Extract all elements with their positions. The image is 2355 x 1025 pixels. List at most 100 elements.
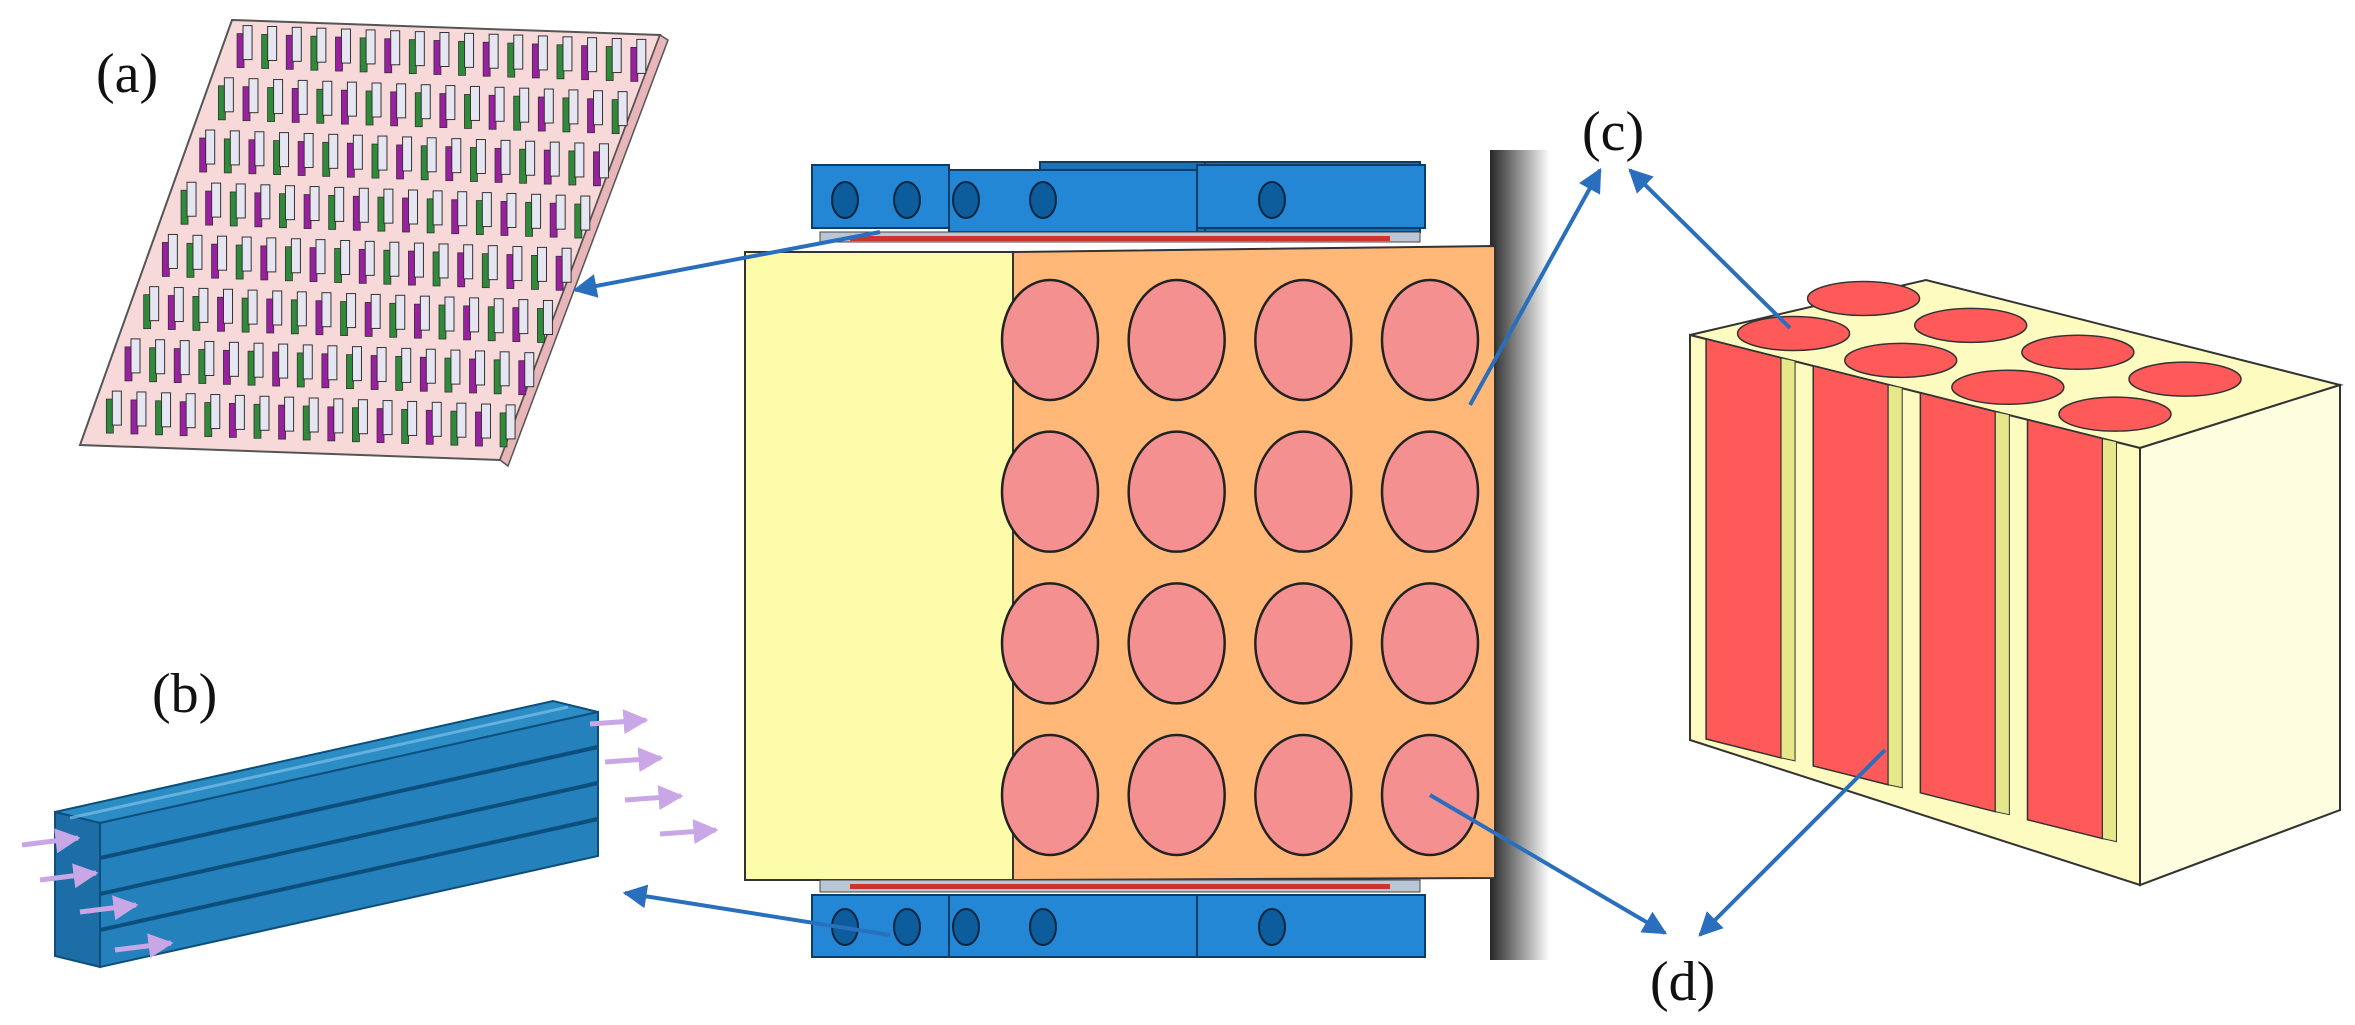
- te-leg: [173, 287, 184, 323]
- te-leg: [383, 188, 394, 224]
- pcm-channel: [1919, 391, 1997, 813]
- te-leg: [542, 299, 553, 335]
- te-leg: [376, 347, 387, 383]
- te-leg: [438, 243, 449, 279]
- te-leg: [259, 395, 270, 431]
- te-leg: [390, 30, 401, 66]
- te-base-plate-edge: [499, 33, 669, 468]
- te-leg: [340, 239, 351, 275]
- flow-arrow-out: [604, 747, 664, 773]
- te-leg: [253, 342, 264, 378]
- te-leg: [396, 83, 407, 119]
- te-leg: [297, 79, 308, 115]
- te-legs: [105, 25, 647, 448]
- port-hole: [1258, 908, 1286, 946]
- te-leg: [439, 32, 450, 67]
- port-hole: [1029, 181, 1057, 219]
- te-leg: [248, 78, 259, 114]
- channel-divider: [99, 745, 599, 860]
- te-leg: [273, 79, 284, 115]
- pcm-hole-back: [2021, 334, 2135, 371]
- te-leg: [519, 87, 530, 123]
- te-leg: [537, 35, 548, 71]
- pcm-circle-grid: [1000, 278, 1480, 857]
- te-leg: [457, 191, 468, 227]
- te-leg: [414, 31, 425, 67]
- te-leg: [500, 139, 511, 175]
- te-leg: [352, 134, 363, 170]
- te-leg: [419, 295, 430, 331]
- central-assembly: [744, 150, 1550, 960]
- pcm-circle: [1000, 582, 1100, 705]
- te-leg: [266, 237, 277, 273]
- te-leg: [444, 296, 455, 332]
- label-a: (a): [96, 43, 158, 105]
- te-leg: [303, 132, 314, 168]
- te-leg: [493, 298, 504, 334]
- te-leg: [334, 186, 345, 222]
- te-leg: [407, 400, 418, 436]
- te-leg: [198, 287, 209, 323]
- flow-arrow-in: [39, 863, 99, 889]
- te-leg: [413, 242, 424, 278]
- label-c: (c): [1582, 101, 1644, 163]
- pcm-channel: [1812, 364, 1889, 786]
- te-leg: [543, 88, 554, 124]
- te-leg: [228, 341, 239, 377]
- channel-divider: [99, 817, 599, 932]
- te-leg: [185, 393, 196, 429]
- te-leg: [333, 398, 344, 434]
- arrow-circle-to-d: [1428, 793, 1668, 935]
- pcm-channel-gap: [1994, 411, 2010, 816]
- te-leg: [499, 351, 510, 387]
- te-leg: [431, 401, 442, 437]
- port-hole: [893, 181, 921, 219]
- flow-arrow-out: [589, 709, 649, 735]
- te-leg: [346, 81, 357, 117]
- te-leg: [469, 85, 480, 121]
- te-leg: [513, 34, 524, 70]
- te-strip-red: [850, 884, 1390, 889]
- te-leg: [420, 84, 431, 120]
- te-leg: [408, 189, 419, 225]
- te-leg: [480, 403, 491, 439]
- pcm-circle: [1254, 582, 1353, 705]
- te-leg: [450, 349, 461, 385]
- bottom-cold-blocks: [811, 879, 1426, 958]
- te-leg: [316, 27, 327, 63]
- te-leg: [272, 290, 283, 326]
- pcm-channel-gap: [2102, 437, 2117, 843]
- pcm-hole-front: [1843, 342, 1958, 379]
- top-block: [1196, 164, 1426, 229]
- te-leg: [568, 89, 579, 125]
- te-leg: [370, 293, 381, 329]
- te-leg: [451, 138, 462, 174]
- pcm-circle: [1127, 733, 1226, 857]
- top-block: [948, 169, 1198, 233]
- te-leg: [488, 33, 499, 69]
- te-leg: [267, 25, 278, 61]
- arrow-block-to-c: [1628, 168, 1792, 330]
- te-leg: [223, 77, 234, 113]
- port-hole: [1258, 181, 1286, 219]
- te-leg: [290, 238, 301, 274]
- te-leg: [186, 181, 197, 217]
- te-leg: [464, 32, 475, 68]
- port-hole: [1029, 908, 1057, 946]
- port-hole: [893, 908, 921, 946]
- te-leg: [315, 239, 326, 275]
- te-leg: [340, 28, 351, 64]
- te-leg: [234, 394, 245, 430]
- te-leg: [549, 141, 560, 177]
- pcm-circle: [1380, 278, 1480, 402]
- pcm-circle: [1000, 733, 1100, 857]
- assembly-yellow-face: [744, 251, 1014, 881]
- te-leg: [357, 399, 368, 435]
- te-leg: [636, 38, 647, 74]
- te-leg: [205, 129, 216, 165]
- te-leg: [561, 247, 572, 283]
- te-leg: [536, 246, 547, 282]
- te-leg: [346, 293, 357, 329]
- te-leg: [364, 240, 375, 276]
- bottom-block: [948, 894, 1198, 958]
